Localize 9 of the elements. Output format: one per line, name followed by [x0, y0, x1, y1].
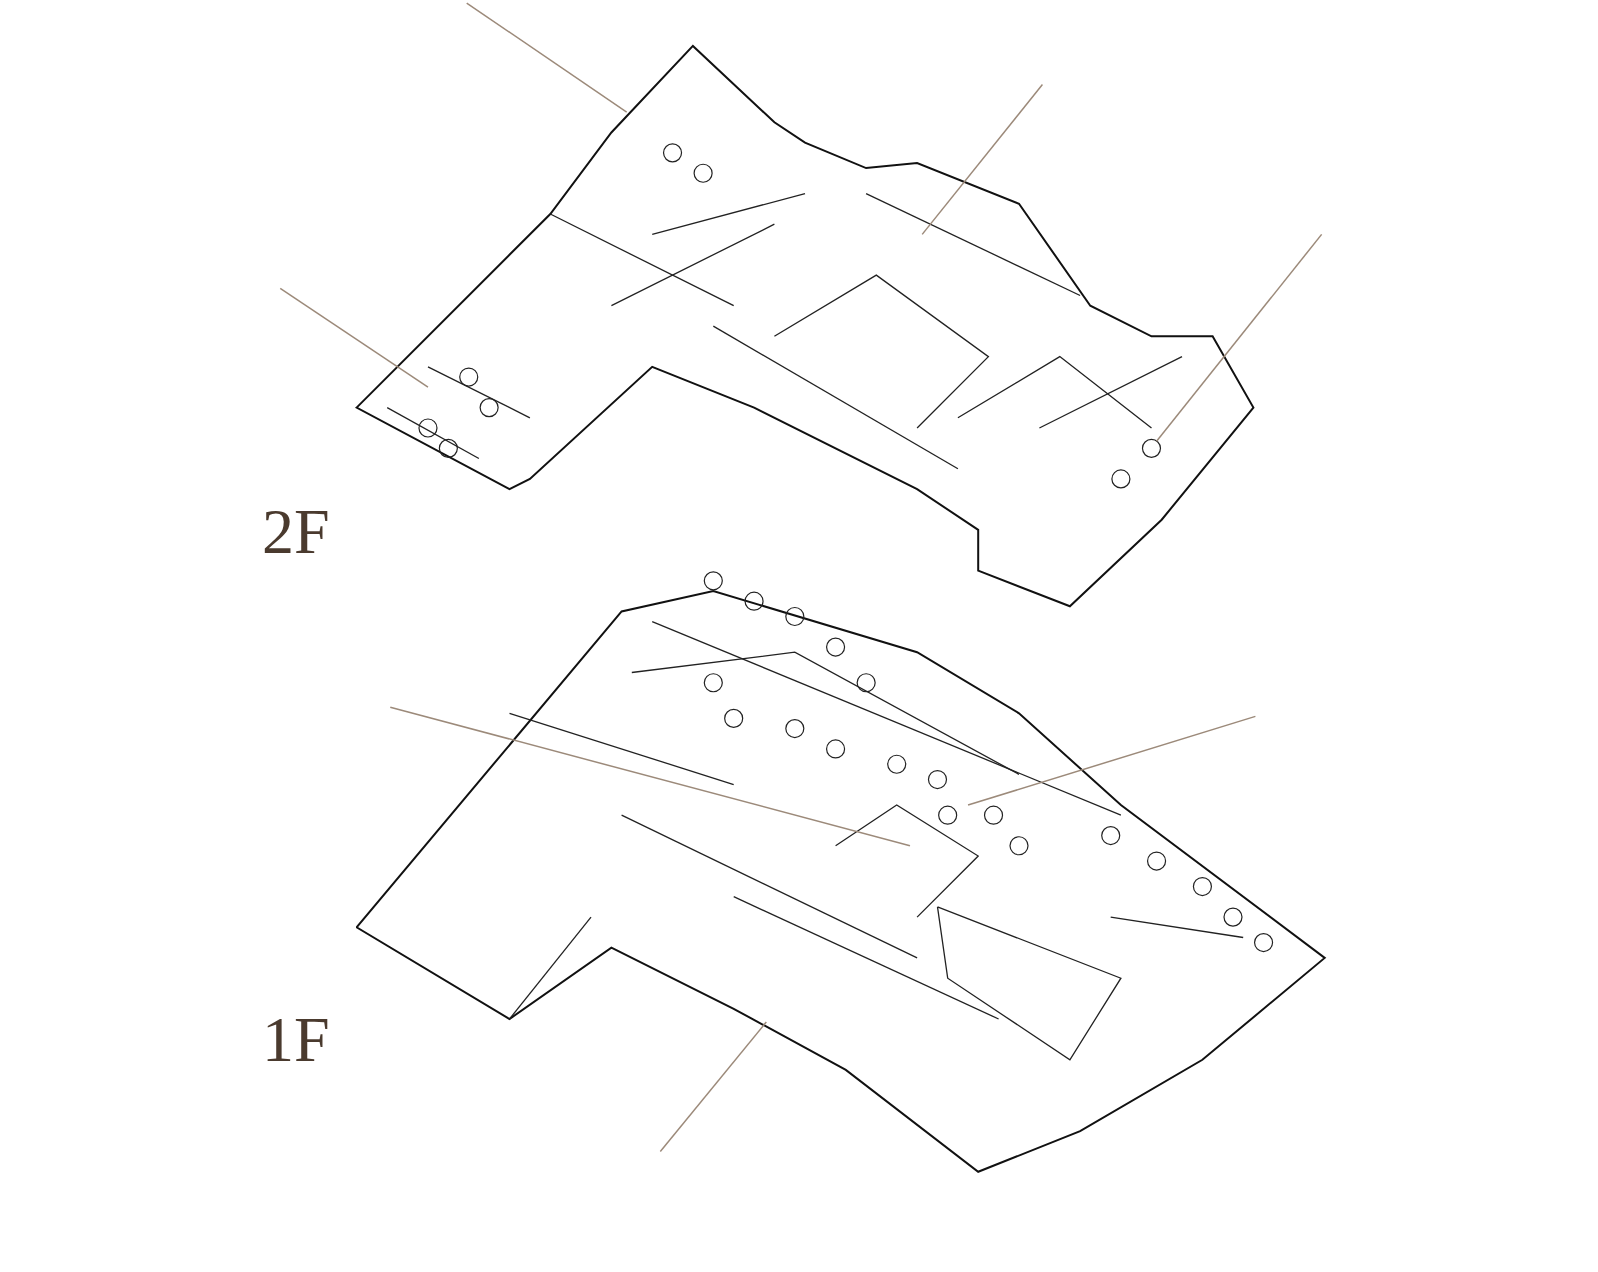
leader-line	[465, 2, 628, 113]
floor-label: 2F	[262, 500, 330, 564]
leader-line	[659, 1021, 768, 1153]
leader-line	[1155, 233, 1323, 442]
leader-line	[279, 287, 429, 388]
floor-label: 1F	[262, 1008, 330, 1072]
leader-line	[967, 715, 1257, 806]
leader-line	[389, 706, 911, 847]
leader-line	[921, 83, 1044, 236]
